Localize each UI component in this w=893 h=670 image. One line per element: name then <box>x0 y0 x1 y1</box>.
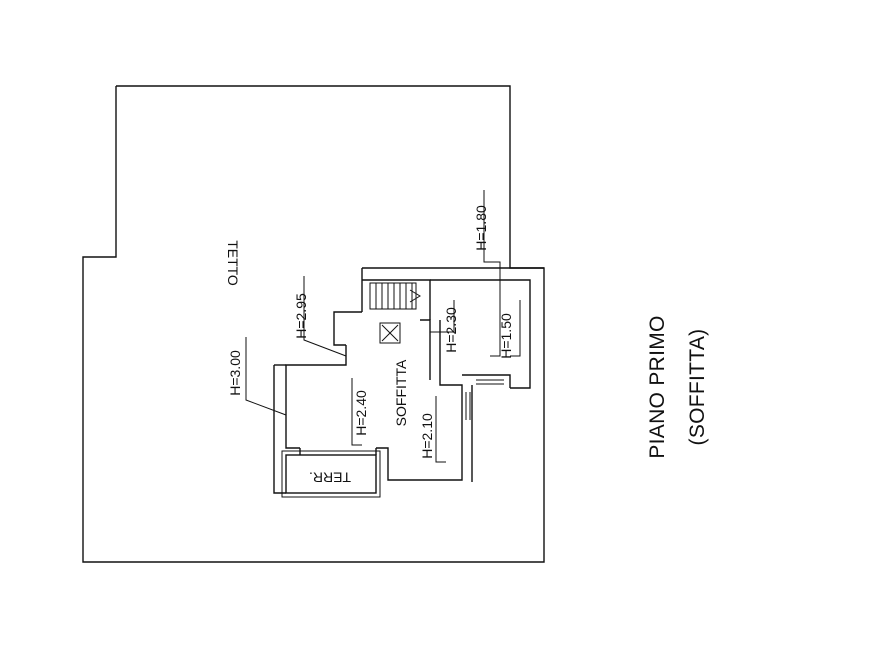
drawing-title: PIANO PRIMO <box>646 315 669 458</box>
dimension-leaders <box>245 190 521 463</box>
height-1-80: H=1.80 <box>473 205 489 251</box>
terrace <box>281 448 381 498</box>
height-2-95: H=2.95 <box>293 293 309 339</box>
height-2-30: H=2.30 <box>443 307 459 353</box>
staircase <box>369 282 421 310</box>
drawing-subtitle: (SOFFITTA) <box>686 329 709 446</box>
height-1-50: H=1.50 <box>498 313 514 359</box>
chimney <box>379 322 401 344</box>
attic-label: SOFFITTA <box>393 359 409 426</box>
terrace-label: TERR. <box>309 469 351 485</box>
stair-block <box>333 267 544 389</box>
height-2-40: H=2.40 <box>353 390 369 436</box>
attic-walls <box>273 319 511 494</box>
roof-label: TETTO <box>225 240 241 286</box>
height-2-10: H=2.10 <box>419 413 435 459</box>
height-3-00: H=3.00 <box>227 350 243 396</box>
roof-outline <box>82 85 545 563</box>
